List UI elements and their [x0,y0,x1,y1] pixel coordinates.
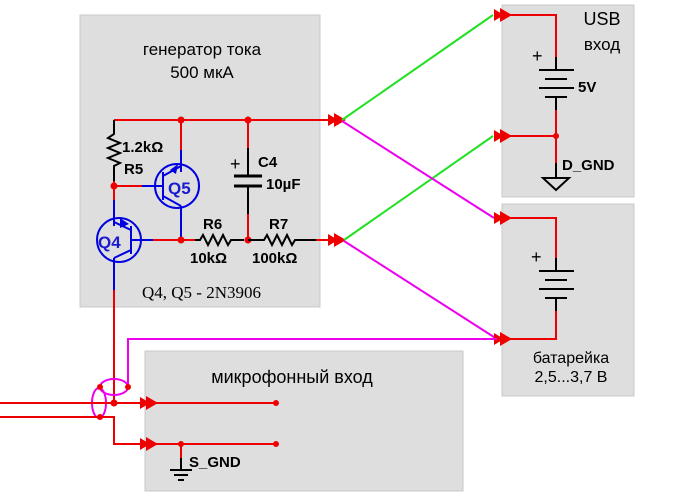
wire [510,217,557,258]
ground-icon [540,177,572,192]
mic-ground-label: S_GND [189,454,241,471]
terminal [273,400,279,406]
usb-ground-label: D_GND [562,157,615,174]
junction [177,236,185,244]
junction [110,399,118,407]
battery-title-2: 2,5...3,7 В [535,369,608,386]
c4-name: C4 [258,154,278,171]
q4-label: Q4 [98,233,121,252]
r6-resistor [195,232,244,248]
c4-value: 10µF [266,176,301,193]
connector-arrow [328,233,346,247]
mic-ground-wire [0,416,140,445]
battery-title-1: батарейка [533,350,609,367]
link-battery-plus [341,120,495,219]
current-source-box [79,14,321,308]
link-battery-return [127,338,497,387]
usb-voltage: 5V [578,79,596,96]
c4-polarity: + [230,154,241,174]
r5-resistor [105,120,123,181]
link-usb-plus [341,14,494,121]
link-usb-gnd [343,135,494,241]
link-battery-minus [343,240,498,340]
transistor-note: Q4, Q5 - 2N3906 [142,283,261,302]
mic-title: микрофонный вход [211,367,373,387]
q5-label: Q5 [168,179,191,198]
usb-input-box [501,4,635,198]
junction [553,133,559,139]
q5-transistor: Q5 [142,120,200,240]
usb-battery-symbol [539,69,574,98]
battery-box [501,203,635,397]
terminal [273,441,279,447]
r6-name: R6 [203,216,222,233]
battery-polarity: + [531,247,542,267]
usb-title-2: вход [584,35,620,54]
usb-title-1: USB [583,9,620,29]
wire [510,14,557,57]
r7-resistor [248,232,316,248]
junction [97,384,103,390]
current-source-title-1: генератор тока [143,40,262,59]
mic-input-box [144,350,464,492]
r7-value: 100kΩ [252,250,297,267]
wire [510,311,557,340]
junction [125,384,131,390]
ground-icon [170,458,192,481]
battery-symbol [539,270,574,299]
r6-value: 10kΩ [190,250,227,267]
r7-name: R7 [269,216,288,233]
r5-name: R5 [124,161,143,178]
current-source-title-2: 500 мкА [170,63,234,82]
r5-value: 1.2kΩ [122,139,163,156]
q4-transistor: Q4 [96,215,153,290]
usb-polarity: + [532,46,543,66]
